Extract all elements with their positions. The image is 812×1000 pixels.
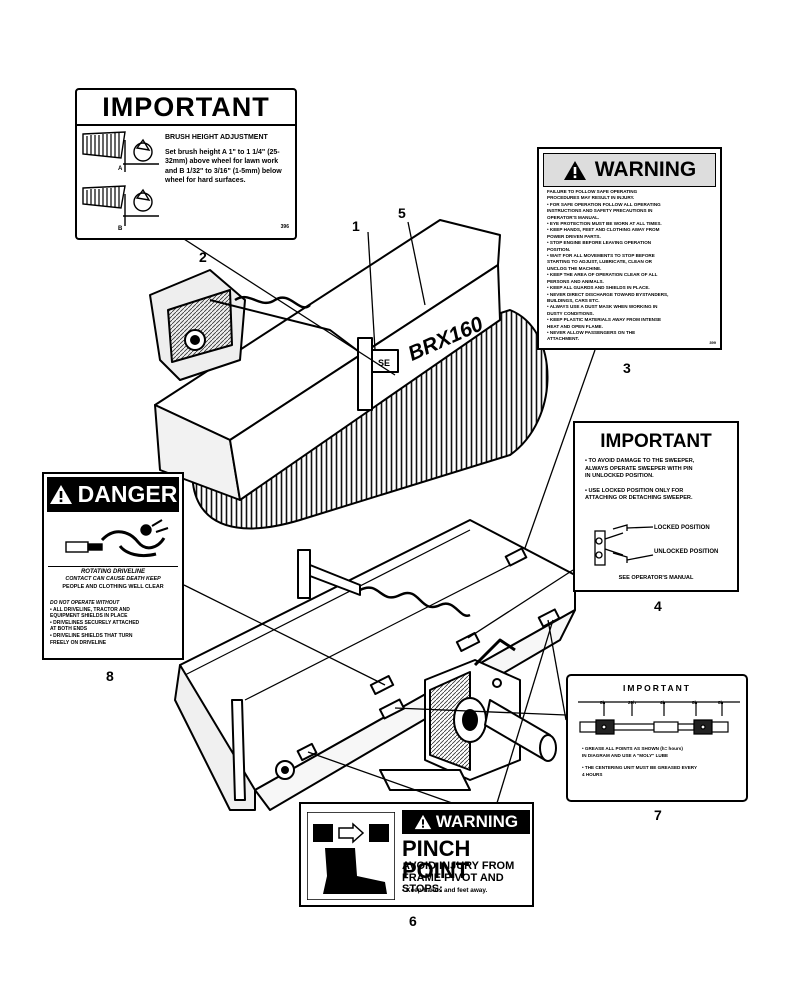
callout-5: 5 [398,205,406,221]
warning-line: BUILDINGS, CARS ETC. [547,297,600,303]
decal-header: IMPORTANT [623,683,691,693]
warning-line: PERSONS AND ANIMALS. [547,278,604,284]
decal-body: Set brush height A 1" to 1 1/4" (25-32mm… [165,149,282,185]
decal-header: IMPORTANT [600,431,712,452]
grease-line: • THE CENTERING UNIT MUST BE GREASED EVE… [582,765,698,771]
warning-line: POSITION. [547,246,571,252]
callout-2: 2 [199,249,207,265]
warning-line: • STOP ENGINE BEFORE LEAVING OPERATION [547,240,652,246]
callout-1: 1 [352,218,360,234]
warning-line: • KEEP PLASTIC MATERIALS AWAY FROM INTEN… [547,317,662,323]
pin-line: ATTACHING OR DETACHING SWEEPER. [585,495,693,502]
decal-header: WARNING [594,158,697,181]
locked-position-label: LOCKED POSITION [654,525,710,531]
warning-line: • ALWAYS USE A DUST MASK WHEN WORKING IN [547,304,658,310]
warning-line: • NEVER ALLOW PASSENGERS ON THE [547,329,636,335]
warning-triangle-icon [563,160,586,180]
label-b: B [118,226,123,232]
pin-line: ALWAYS OPERATE SWEEPER WITH PIN [585,465,693,472]
driveline-entanglement-icon [65,519,169,558]
unlocked-position-label: UNLOCKED POSITION [654,549,719,555]
warning-line: • KEEP ALL GUARDS AND SHIELDS IN PLACE. [547,285,650,291]
decal-code: 396 [280,224,289,230]
danger-line: • DRIVELINES SECURELY ATTACHED [50,619,140,626]
grease-line: • GREASE ALL POINTS AS SHOWN (h= hours) [582,746,683,751]
danger-line: • DRIVELINE SHIELDS THAT TURN [50,632,133,639]
pin-line [585,481,735,488]
decal-important-pin-position: IMPORTANT • TO AVOID DAMAGE TO THE SWEEP… [573,421,739,592]
warning-line: • NEVER DIRECT DISCHARGE TOWARD BYSTANDE… [547,291,669,297]
decal-important-grease: IMPORTANT 8h 20h 4h 8h 8h • GREASE ALL P… [566,674,748,802]
danger-line: DO NOT OPERATE WITHOUT [50,600,120,606]
callout-6: 6 [409,913,417,929]
warning-line: • FOR SAFE OPERATION FOLLOW ALL OPERATIN… [547,201,661,207]
warning-line: PROCEDURES MAY RESULT IN INJURY. [547,195,635,201]
warning-triangle-icon [414,814,432,830]
decal-header: DANGER [77,481,178,507]
danger-subline: PEOPLE AND CLOTHING WELL CLEAR [62,583,164,590]
pinch-point-title: PINCH POINT [402,836,471,883]
pinch-point-icon [307,812,395,900]
pinch-subline: FRAME PIVOT AND STOPS: [402,871,504,895]
decal-header: WARNING [435,812,519,831]
warning-line: OPERATOR'S MANUAL. [547,214,600,220]
pin-diagram [594,524,654,566]
decal-warning-safety: WARNING FAILURE TO FOLLOW SAFE OPERATING… [537,147,722,350]
warning-line: • WAIT FOR ALL MOVEMENTS TO STOP BEFORE [547,253,655,259]
danger-line: EQUIPMENT SHIELDS IN PLACE [50,613,128,620]
warning-line: FAILURE TO FOLLOW SAFE OPERATING [547,189,638,194]
decal-code: 399 [709,340,716,345]
leader-lines [169,221,596,804]
callout-7: 7 [654,807,662,823]
pinch-bullet: • Keep hands and feet away. [402,887,488,894]
grease-line: IN DIAGRAM AND USE A "MOLY" LUBE [582,752,669,758]
danger-line: • ALL DRIVELINE, TRACTOR AND [50,606,130,613]
grease-line: 4 HOURS [582,771,603,777]
danger-triangle-icon [49,485,72,504]
warning-line: POWER DRIVEN PARTS. [547,233,601,239]
danger-subtitle: ROTATING DRIVELINE [80,569,146,575]
warning-line: HEAT AND OPEN FLAME. [547,323,603,329]
decal-title: BRUSH HEIGHT ADJUSTMENT [165,134,268,141]
danger-line: FREELY ON DRIVELINE [50,639,107,646]
lower-sweeper [174,519,576,811]
brush-height-diagram: A B [82,131,159,232]
warning-line: STARTING TO ADJUST, LUBRICATE, CLEAN OR [547,259,652,265]
warning-line: • KEEP HANDS, FEET AND CLOTHING AWAY FRO… [547,227,660,233]
svg-text:SE: SE [378,358,390,368]
decal-danger-driveline: DANGER ROTATING DRIVELINE CONTACT CAN CA… [42,472,184,660]
decal-header: IMPORTANT [77,92,295,126]
pin-line: IN UNLOCKED POSITION. [585,473,654,480]
callout-4: 4 [654,598,662,614]
warning-line: • KEEP THE AREA OF OPERATION CLEAR OF AL… [547,272,658,278]
warning-line: INSTRUCTIONS AND SAFETY PRECAUTIONS IN [547,208,653,214]
warning-line: UNCLOG THE MACHINE. [547,265,602,271]
decal-warning-pinch-point: WARNING PINCH POINT AVOID INJURY FROM FR… [299,802,534,907]
see-manual-label: SEE OPERATOR'S MANUAL [618,575,694,581]
upper-sweeper: SE BRX160 [149,219,549,530]
warning-line: • EYE PROTECTION MUST BE WORN AT ALL TIM… [547,221,662,227]
callout-8: 8 [106,668,114,684]
callout-3: 3 [623,360,631,376]
label-a: A [118,166,123,172]
decal-lines: FAILURE TO FOLLOW SAFE OPERATING PROCEDU… [547,189,717,343]
pin-line: • TO AVOID DAMAGE TO THE SWEEPER, [585,458,695,464]
warning-line: DUSTY CONDITIONS. [547,310,594,316]
pinch-subline: AVOID INJURY FROM [402,860,515,872]
decal-important-brush-height: IMPORTANT A B BRUSH HEIGHT ADJUSTMENT Se… [75,88,297,240]
pin-line: • USE LOCKED POSITION ONLY FOR [585,487,684,494]
danger-line: AT BOTH ENDS [50,626,88,633]
driveline-grease-diagram [578,701,740,735]
danger-subline: CONTACT CAN CAUSE DEATH KEEP [65,576,161,583]
warning-line: ATTACHMENT. [547,336,579,342]
